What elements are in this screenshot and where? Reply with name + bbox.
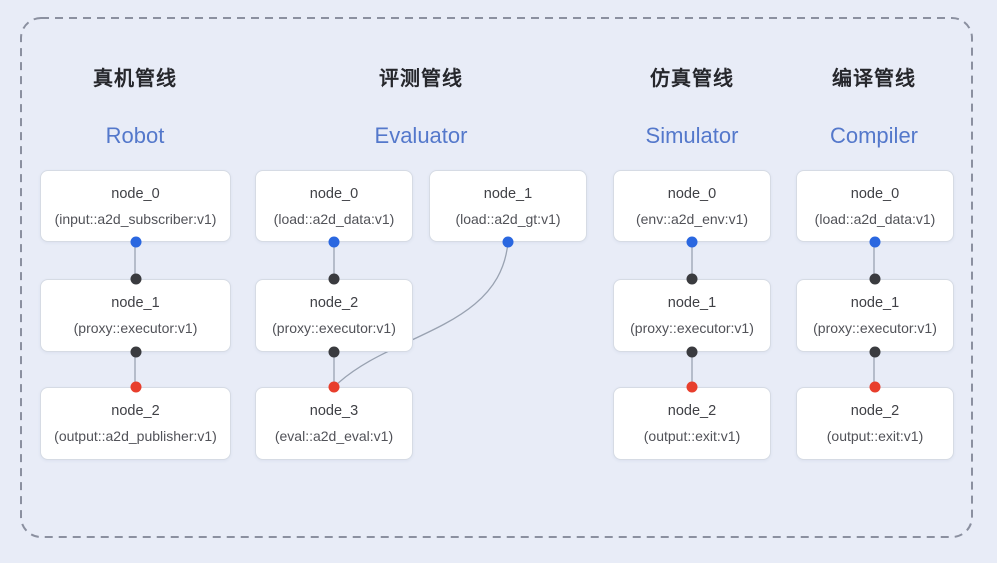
node-name-label: node_2 [309, 295, 359, 311]
port-in-simulator-node_1 [686, 273, 698, 285]
node-card-compiler-node_1: node_1(proxy::executor:v1) [796, 279, 954, 352]
pipeline-title-en-robot: Robot [105, 123, 165, 148]
port-in-compiler-node_1 [869, 273, 881, 285]
node-card-compiler-node_0: node_0(load::a2d_data:v1) [796, 170, 954, 242]
node-type-label: (output::a2d_publisher:v1) [54, 428, 217, 444]
port-out-evaluator-node_2 [328, 346, 340, 358]
pipeline-title-en-evaluator: Evaluator [374, 123, 468, 148]
node-card-simulator-node_2: node_2(output::exit:v1) [613, 387, 771, 460]
node-type-label: (output::exit:v1) [643, 428, 741, 444]
node-name-label: node_0 [111, 185, 160, 202]
pipeline-title-en-compiler: Compiler [829, 123, 919, 148]
node-name-label: node_3 [309, 403, 359, 419]
node-card-evaluator-node_0: node_0(load::a2d_data:v1) [255, 170, 413, 242]
port-in-compiler-node_2 [869, 381, 881, 393]
pipeline-title-zh-evaluator: 评测管线 [379, 68, 463, 90]
port-out-compiler-node_0 [869, 236, 881, 248]
node-type-label: (input::a2d_subscriber:v1) [54, 210, 217, 227]
node-name-label: node_0 [667, 185, 717, 202]
node-name-label: node_1 [111, 295, 160, 311]
node-name-label: node_0 [850, 185, 900, 202]
port-out-compiler-node_1 [869, 346, 881, 358]
node-type-label: (proxy::executor:v1) [813, 320, 937, 336]
port-out-evaluator-node_0 [328, 236, 340, 248]
node-card-evaluator-node_2: node_2(proxy::executor:v1) [255, 279, 413, 352]
node-type-label: (env::a2d_env:v1) [635, 210, 749, 227]
port-in-evaluator-node_2 [328, 273, 340, 285]
node-card-simulator-node_1: node_1(proxy::executor:v1) [613, 279, 771, 352]
node-card-simulator-node_0: node_0(env::a2d_env:v1) [613, 170, 771, 242]
port-out-evaluator-node_1 [502, 236, 514, 248]
node-type-label: (output::exit:v1) [826, 428, 924, 444]
pipeline-title-zh-simulator: 仿真管线 [650, 68, 734, 90]
port-in-simulator-node_2 [686, 381, 698, 393]
pipeline-title-zh-robot: 真机管线 [93, 68, 177, 90]
node-card-robot-node_2: node_2(output::a2d_publisher:v1) [40, 387, 231, 460]
node-type-label: (proxy::executor:v1) [73, 320, 198, 336]
node-name-label: node_1 [667, 295, 717, 311]
node-card-evaluator-node_1: node_1(load::a2d_gt:v1) [429, 170, 587, 242]
port-out-simulator-node_1 [686, 346, 698, 358]
pipeline-title-zh-compiler: 编译管线 [832, 68, 916, 90]
node-card-robot-node_0: node_0(input::a2d_subscriber:v1) [40, 170, 231, 242]
node-name-label: node_1 [850, 295, 900, 311]
node-type-label: (load::a2d_data:v1) [814, 210, 936, 227]
port-out-robot-node_0 [130, 236, 141, 248]
port-in-robot-node_1 [130, 273, 141, 285]
node-name-label: node_2 [111, 403, 160, 419]
port-out-robot-node_1 [130, 346, 141, 358]
node-card-evaluator-node_3: node_3(eval::a2d_eval:v1) [255, 387, 413, 460]
port-in-evaluator-node_3 [328, 381, 340, 393]
edge-evaluator-node_1-to-evaluator-node_3 [333, 241, 509, 388]
node-name-label: node_2 [850, 403, 900, 419]
node-name-label: node_0 [309, 185, 359, 202]
port-out-simulator-node_0 [686, 236, 698, 248]
pipeline-title-en-simulator: Simulator [645, 123, 739, 148]
node-type-label: (eval::a2d_eval:v1) [274, 428, 394, 444]
port-in-robot-node_2 [130, 381, 141, 393]
node-type-label: (proxy::executor:v1) [630, 320, 754, 336]
node-type-label: (load::a2d_data:v1) [273, 210, 395, 227]
dashed-frame [20, 17, 973, 538]
node-name-label: node_1 [483, 185, 533, 202]
node-type-label: (load::a2d_gt:v1) [455, 210, 561, 227]
node-card-robot-node_1: node_1(proxy::executor:v1) [40, 279, 231, 352]
node-type-label: (proxy::executor:v1) [272, 320, 396, 336]
node-name-label: node_2 [667, 403, 717, 419]
node-card-compiler-node_2: node_2(output::exit:v1) [796, 387, 954, 460]
